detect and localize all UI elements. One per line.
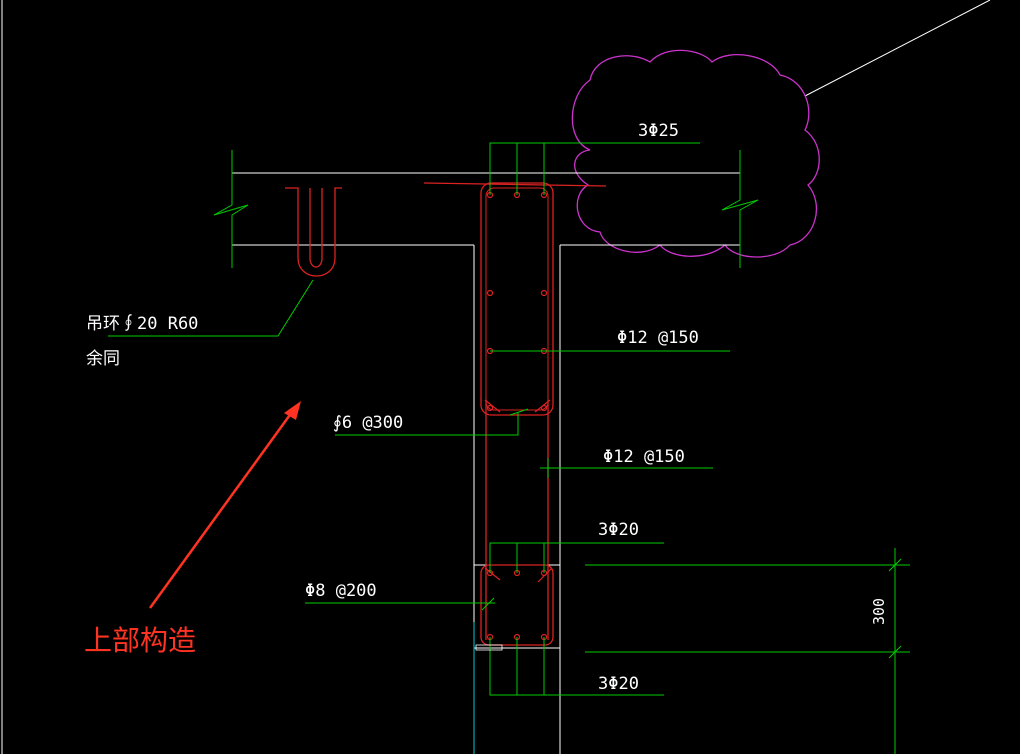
annotation-arrow-shaft: [148, 411, 294, 609]
dimension-label: 300: [870, 598, 888, 625]
cloud-leader-line: [804, 0, 991, 97]
annotation-text: 上部构造: [84, 624, 196, 657]
label-mid-bar: 3Φ20: [598, 520, 639, 540]
leader-lines: [108, 142, 910, 754]
break-line-right: [721, 150, 759, 268]
label-bottom-bar: 3Φ20: [598, 674, 639, 694]
label-top-bar: 3Φ25: [638, 121, 679, 141]
break-line-left: [213, 150, 249, 268]
label-hook-line2: 余同: [86, 349, 120, 369]
slab-top-rebar: [423, 182, 607, 187]
label-hook-line1: 吊环∮20 R60: [86, 314, 198, 334]
label-web-bar-2: Φ12 @150: [603, 447, 685, 467]
bottom-flange-outline: [473, 564, 561, 649]
web-stirrup-inner: [485, 187, 549, 411]
lifting-hook: [285, 187, 342, 277]
label-web-bar-1: Φ12 @150: [617, 328, 699, 348]
label-stirrup-main: ∮6 @300: [333, 413, 403, 433]
seat-detail: [475, 644, 503, 651]
annotation-arrow-head: [284, 401, 301, 420]
revision-cloud: [571, 49, 820, 258]
web-stirrup-outer: [480, 182, 554, 416]
label-bottom-stirrup: Φ8 @200: [305, 581, 377, 601]
tie-hook-1: [484, 399, 501, 413]
